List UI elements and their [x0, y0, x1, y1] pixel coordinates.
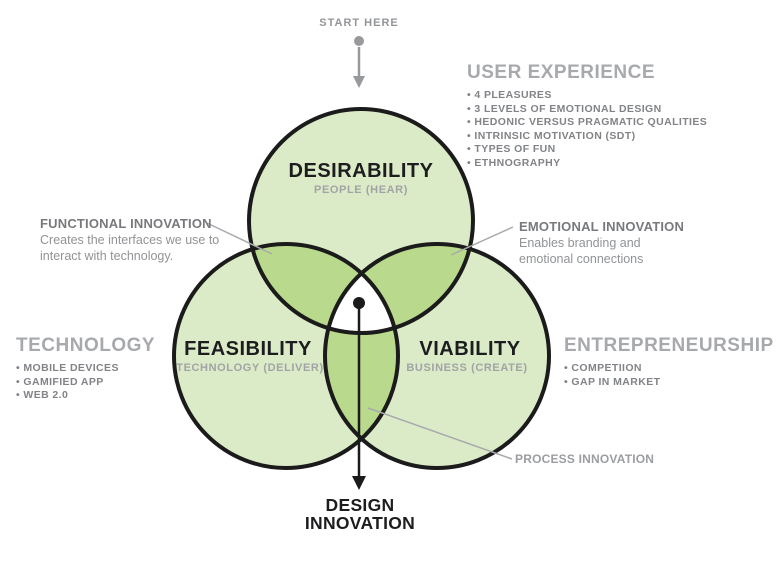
list-item: ETHNOGRAPHY: [467, 157, 707, 171]
design-innovation-arrowhead-icon: [352, 476, 366, 490]
design-innovation-label: DESIGN INNOVATION: [304, 495, 416, 533]
user-experience-list: 4 PLEASURES 3 LEVELS OF EMOTIONAL DESIGN…: [467, 89, 707, 170]
feasibility-label: FEASIBILITY: [184, 338, 312, 360]
section-technology: TECHNOLOGY MOBILE DEVICES GAMIFIED APP W…: [16, 335, 155, 403]
emotional-innovation-title: EMOTIONAL INNOVATION: [519, 219, 685, 234]
viability-sublabel: BUSINESS (CREATE): [406, 362, 528, 374]
feasibility-circle-outline: [172, 242, 400, 470]
desirability-circle-outline: [247, 107, 475, 335]
desirability-label: DESIRABILITY: [288, 160, 434, 182]
process-innovation-title: PROCESS INNOVATION: [515, 452, 655, 466]
section-entrepreneurship: ENTREPRENEURSHIP COMPETIION GAP IN MARKE…: [564, 335, 774, 389]
list-item: COMPETIION: [564, 362, 774, 376]
list-item: WEB 2.0: [16, 389, 155, 403]
functional-leader-line: [206, 222, 273, 255]
list-item: 3 LEVELS OF EMOTIONAL DESIGN: [467, 103, 707, 117]
entrepreneurship-list: COMPETIION GAP IN MARKET: [564, 362, 774, 389]
feasibility-sublabel: TECHNOLOGY (DELIVER): [176, 362, 324, 374]
section-title-entrepreneurship: ENTREPRENEURSHIP: [564, 335, 774, 356]
section-user-experience: USER EXPERIENCE 4 PLEASURES 3 LEVELS OF …: [467, 62, 707, 170]
list-item: HEDONIC VERSUS PRAGMATIC QUALITIES: [467, 116, 707, 130]
list-item: MOBILE DEVICES: [16, 362, 155, 376]
viability-label: VIABILITY: [419, 338, 521, 360]
emotional-innovation-description: Enables branding and emotional connectio…: [519, 236, 644, 266]
emotional-leader-line: [450, 226, 514, 256]
list-item: GAP IN MARKET: [564, 376, 774, 390]
viability-circle-outline: [323, 242, 551, 470]
functional-innovation-description: Creates the interfaces we use to interac…: [40, 233, 220, 263]
start-arrowhead-icon: [353, 76, 365, 88]
list-item: TYPES OF FUN: [467, 143, 707, 157]
process-leader-line: [367, 407, 513, 460]
desirability-sublabel: PEOPLE (HEAR): [314, 184, 408, 196]
section-title-user-experience: USER EXPERIENCE: [467, 62, 656, 83]
list-item: GAMIFIED APP: [16, 376, 155, 390]
list-item: 4 PLEASURES: [467, 89, 707, 103]
start-dot-icon: [354, 36, 364, 46]
technology-list: MOBILE DEVICES GAMIFIED APP WEB 2.0: [16, 362, 155, 403]
list-item: INTRINSIC MOTIVATION (SDT): [467, 130, 707, 144]
functional-innovation-title: FUNCTIONAL INNOVATION: [40, 216, 212, 231]
start-here-label: START HERE: [319, 17, 399, 29]
section-title-technology: TECHNOLOGY: [16, 335, 156, 356]
